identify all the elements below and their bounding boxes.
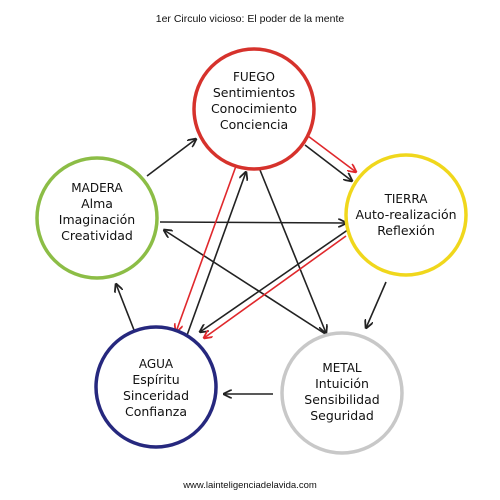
diagram-title: 1er Circulo vicioso: El poder de la ment…: [155, 13, 345, 25]
madera-label: MADERA Alma Imaginación Creatividad: [27, 180, 167, 244]
arrow-agua-to-madera: [116, 284, 135, 331]
fuego-name: FUEGO: [232, 70, 275, 84]
red-arrow-agua-to-fuego: [176, 165, 237, 332]
madera-circle: [35, 156, 159, 280]
arrow-metal-to-madera: [164, 230, 331, 338]
madera-line-3: Creatividad: [61, 228, 133, 243]
fuego-line-1: Sentimientos: [212, 85, 296, 100]
arrow-madera-to-tierra: [159, 222, 346, 223]
tierra-line-1: Auto-realización: [355, 207, 457, 222]
arrow-agua-to-fuego: [185, 172, 246, 339]
arrow-tierra-to-agua: [200, 226, 353, 332]
agua-circle: [94, 325, 218, 449]
website-footer: www.lainteligenciadelavida.com: [183, 480, 317, 491]
metal-line-2: Sensibilidad: [304, 392, 380, 407]
fuego-line-3: Conciencia: [219, 117, 289, 132]
red-arrow-fuego-to-tierra: [307, 135, 356, 172]
tierra-line-2: Reflexión: [377, 223, 435, 238]
agua-line-2: Sinceridad: [122, 388, 190, 403]
agua-line-3: Confianza: [125, 404, 187, 419]
agua-name: AGUA: [138, 357, 174, 371]
fuego-line-2: Conocimiento: [210, 101, 298, 116]
fuego-label: FUEGO Sentimientos Conocimiento Concienc…: [184, 69, 324, 133]
arrow-madera-to-fuego: [146, 139, 196, 177]
metal-label: METAL Intuición Sensibilidad Seguridad: [272, 360, 412, 424]
fuego-circle: [192, 47, 316, 171]
arrow-fuego-to-tierra: [304, 144, 352, 181]
metal-circle: [280, 331, 404, 455]
arrow-fuego-to-metal: [259, 169, 326, 333]
tierra-label: TIERRA Auto-realización Reflexión: [336, 191, 476, 239]
metal-name: METAL: [322, 361, 362, 375]
agua-line-1: Espíritu: [132, 372, 180, 387]
agua-label: AGUA Espíritu Sinceridad Confianza: [86, 356, 226, 420]
arrow-tierra-to-metal: [366, 281, 387, 328]
madera-name: MADERA: [71, 181, 123, 195]
madera-line-1: Alma: [81, 196, 113, 211]
metal-line-1: Intuición: [315, 376, 369, 391]
tierra-circle: [344, 153, 468, 277]
metal-line-3: Seguridad: [310, 408, 374, 423]
red-arrow-tierra-to-agua: [204, 235, 347, 338]
tierra-name: TIERRA: [384, 192, 428, 206]
madera-line-2: Imaginación: [58, 212, 136, 227]
